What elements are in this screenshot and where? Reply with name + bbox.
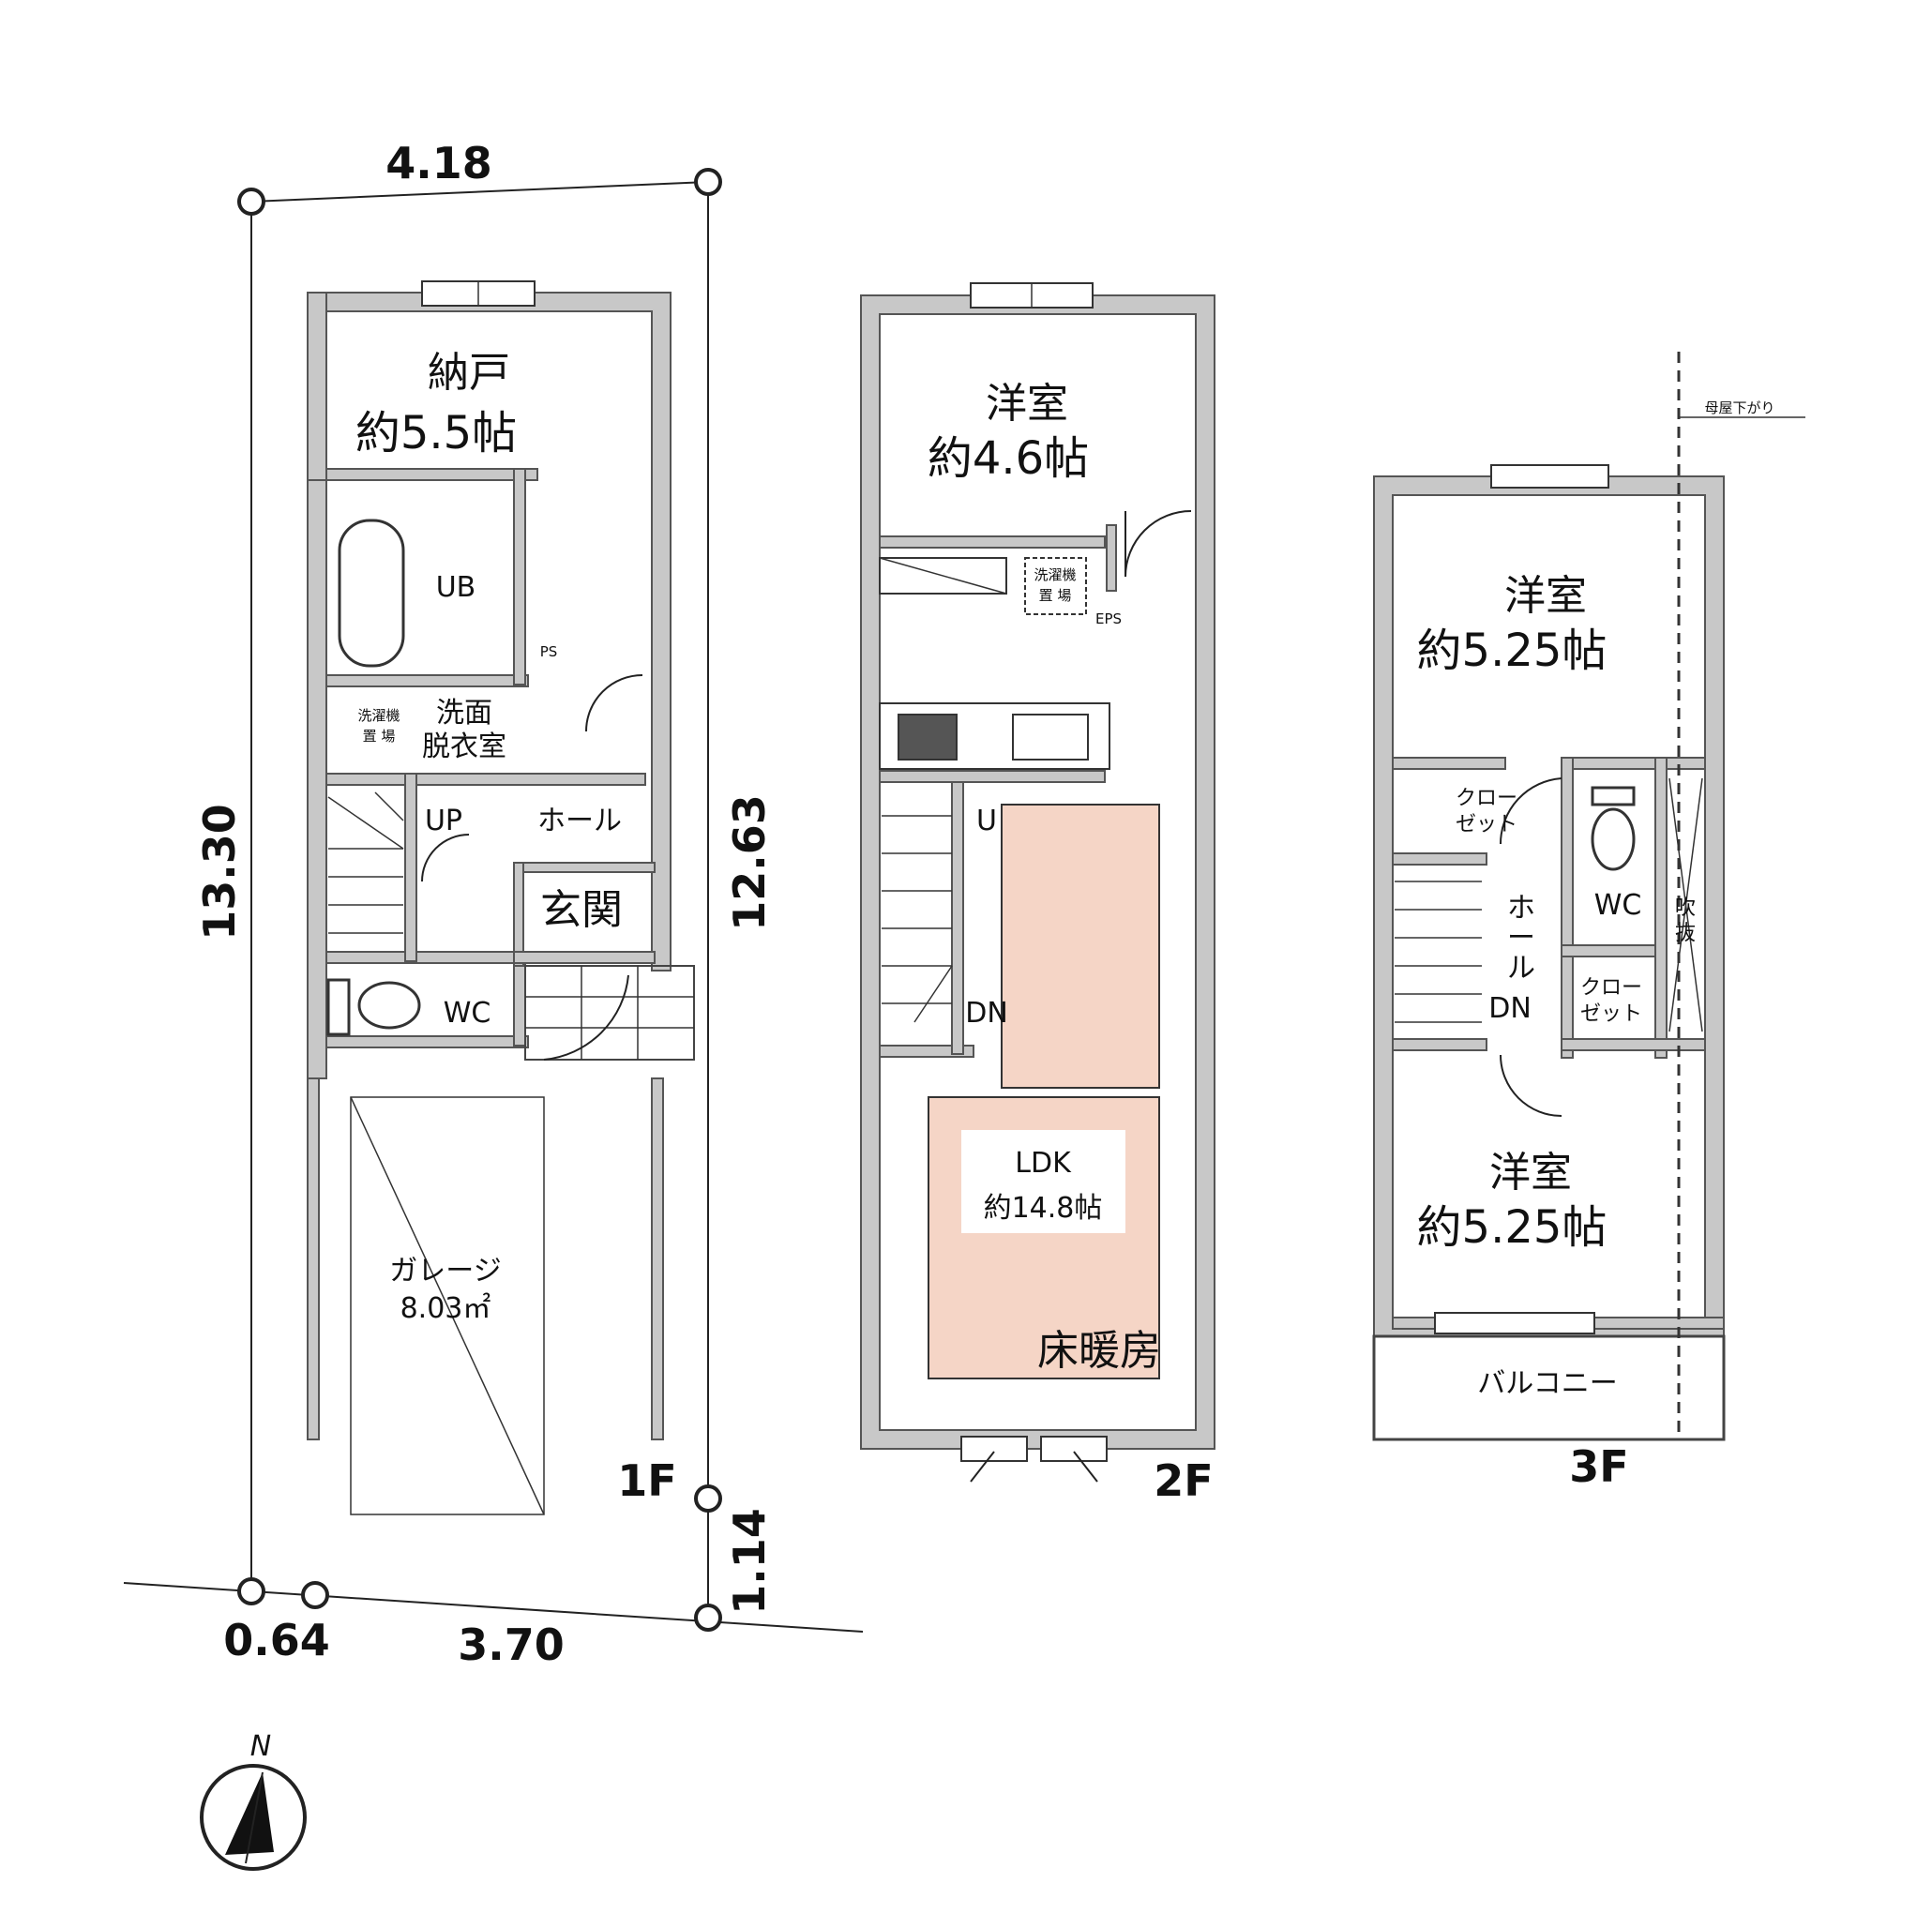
storage-name: 納戸 [428, 349, 510, 397]
compass-north-label: N [250, 1730, 271, 1763]
compass-icon [200, 1764, 307, 1871]
ldk-highlight-upper [1001, 804, 1160, 1089]
ldk-name: LDK [1015, 1147, 1072, 1180]
floor-1-labels: 納戸 約5.5帖 UB PS 洗濯機 置 場 洗面 脱衣室 UP ホール 玄関 … [355, 349, 677, 1506]
hall-3f-line1: ホ [1507, 892, 1535, 925]
stairs-2f-dn: DN [965, 997, 1008, 1030]
closet-3f-2-line2: ゼット [1580, 1002, 1642, 1026]
floor-2 [860, 282, 1215, 1483]
dim-right-small-label: 1.14 [724, 1508, 775, 1615]
site-boundary [123, 168, 864, 1633]
roof-note: 母屋下がり [1704, 399, 1774, 416]
floor-2-labels: 洋室 約4.6帖 洗濯機 置 場 EPS U DN LDK 約14.8帖 床暖房… [928, 380, 1214, 1506]
floor-3-label: 3F [1569, 1441, 1628, 1492]
floor-3 [1372, 352, 1805, 1441]
room-3f-2-size: 約5.25帖 [1417, 1201, 1607, 1254]
dim-right-label: 12.63 [724, 794, 775, 931]
stairs-2f-up: U [976, 805, 997, 837]
void-line2: 抜 [1675, 922, 1696, 945]
dim-left-label: 13.30 [194, 804, 245, 941]
hall-3f-line2: ー [1507, 922, 1535, 955]
closet-3f-1-line2: ゼット [1456, 813, 1517, 836]
stairs-3f-dn: DN [1488, 992, 1532, 1025]
floor-heating-label: 床暖房 [1037, 1327, 1161, 1375]
closet-2f-line1: 洗濯機 [1034, 566, 1076, 583]
floor-2-label: 2F [1154, 1455, 1213, 1506]
room-3f-1-size: 約5.25帖 [1417, 625, 1607, 677]
room-2f-size: 約4.6帖 [928, 432, 1089, 485]
wash-line2: 脱衣室 [422, 731, 506, 763]
closet-3f-1-line1: クロー [1456, 787, 1517, 810]
floor-1 [307, 280, 695, 1515]
ps-label: PS [540, 643, 558, 660]
stairs-2f [882, 815, 953, 1023]
washer-line2: 置 場 [363, 728, 396, 745]
garage-name: ガレージ [389, 1255, 501, 1288]
dim-bottom-b-label: 3.70 [458, 1619, 565, 1670]
wc-3f-label: WC [1594, 889, 1642, 922]
room-3f-1-name: 洋室 [1504, 572, 1587, 620]
closet-3f-2-line1: クロー [1580, 976, 1642, 1000]
wc-label: WC [444, 997, 491, 1030]
room-2f-name: 洋室 [986, 380, 1068, 428]
eps-label: EPS [1095, 610, 1122, 627]
bath-label: UB [436, 571, 476, 604]
closet-2f-line2: 置 場 [1039, 587, 1072, 604]
hall-3f-line3: ル [1507, 952, 1535, 985]
floor-3-labels: 洋室 約5.25帖 クロー ゼット ホ ー ル DN WC 吹 抜 クロー ゼッ… [1417, 399, 1775, 1492]
void-line1: 吹 [1675, 896, 1696, 920]
ldk-size: 約14.8帖 [984, 1192, 1103, 1225]
dim-bottom-a-label: 0.64 [223, 1615, 330, 1665]
garage-size: 8.03㎡ [400, 1292, 491, 1325]
stairs-1f [327, 791, 404, 934]
balcony-label: バルコニー [1477, 1367, 1617, 1400]
dim-top-label: 4.18 [385, 138, 492, 188]
stairs-up-label: UP [425, 805, 462, 837]
storage-size: 約5.5帖 [355, 407, 517, 459]
washer-line1: 洗濯機 [357, 707, 400, 724]
room-3f-2-name: 洋室 [1489, 1149, 1572, 1197]
hall-label: ホール [537, 805, 622, 837]
wash-line1: 洗面 [436, 697, 492, 730]
floor-1-label: 1F [617, 1455, 676, 1506]
entrance-label: 玄関 [540, 886, 623, 934]
stairs-3f [1395, 881, 1482, 1023]
